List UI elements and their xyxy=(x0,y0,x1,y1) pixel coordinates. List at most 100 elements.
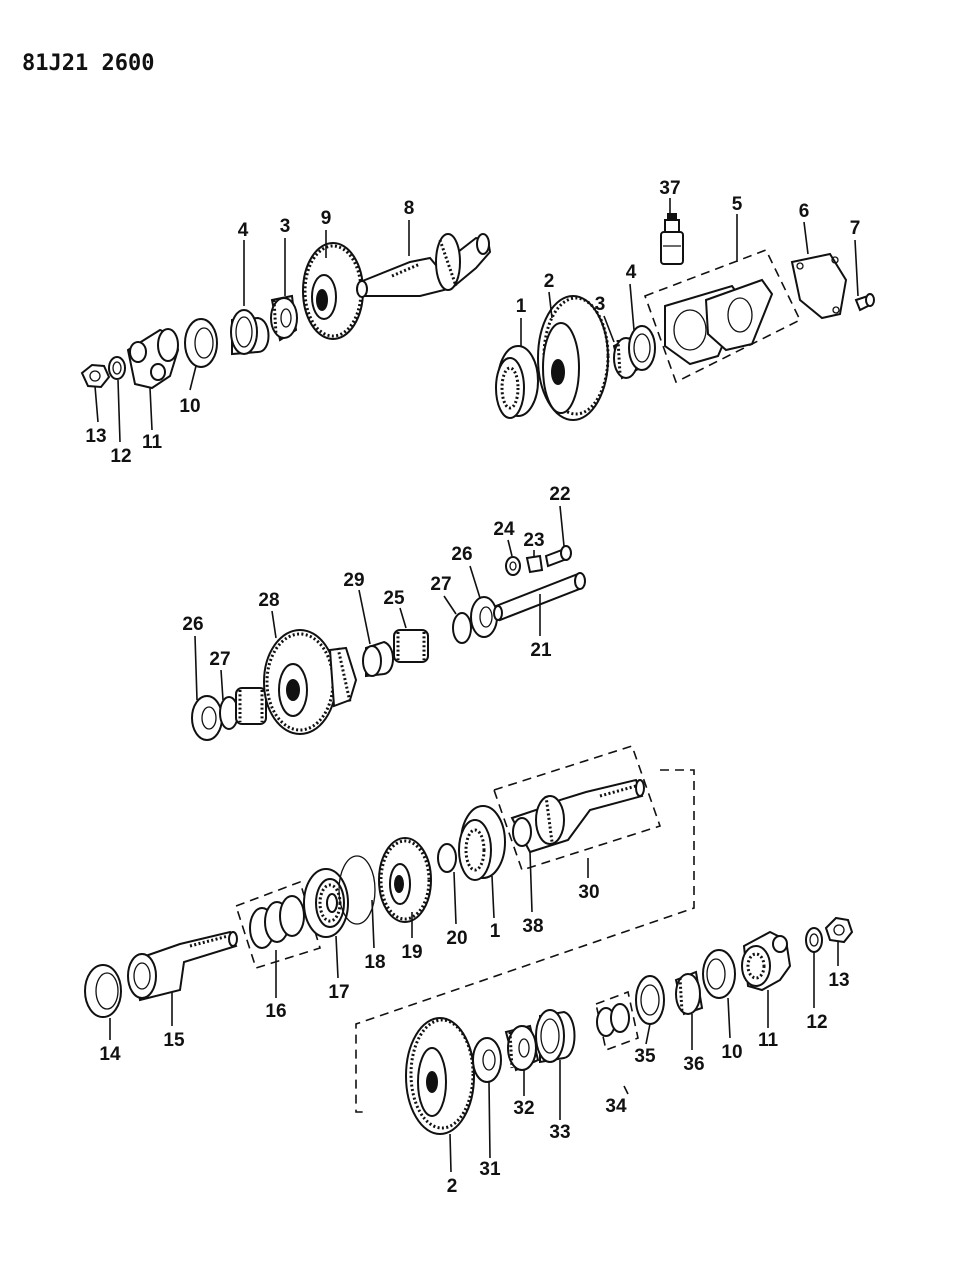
part-18-snap-ring xyxy=(338,855,376,925)
callout-6: 6 xyxy=(799,201,810,222)
part-29-spacer xyxy=(362,640,394,678)
part-8-shaft xyxy=(356,233,492,298)
callout-3: 3 xyxy=(280,216,291,237)
callout-38: 38 xyxy=(522,916,543,937)
callout-8: 8 xyxy=(404,198,415,219)
callout-26: 26 xyxy=(182,614,203,635)
callout-7: 7 xyxy=(850,218,861,239)
part-20-snap-ring xyxy=(437,843,457,873)
callout-10: 10 xyxy=(721,1042,742,1063)
part-4-bearing-cup xyxy=(230,309,270,356)
part-12-washer xyxy=(108,356,126,380)
part-7-bolt xyxy=(854,293,875,312)
middle-assembly xyxy=(191,505,586,741)
callout-18: 18 xyxy=(364,952,385,973)
callout-16: 16 xyxy=(265,1001,286,1022)
callout-32: 32 xyxy=(513,1098,534,1119)
part-36-bearing-cone xyxy=(674,970,704,1016)
part-13-nut xyxy=(824,916,854,944)
callout-13: 13 xyxy=(85,426,106,447)
callout-37: 37 xyxy=(659,178,680,199)
part-10-seal xyxy=(702,949,736,999)
part-37-sealant-bottle xyxy=(660,213,684,265)
callout-22: 22 xyxy=(549,484,570,505)
callout-34: 34 xyxy=(605,1096,627,1117)
part-21-countershaft xyxy=(493,572,586,622)
callout-9: 9 xyxy=(321,208,332,229)
callout-14: 14 xyxy=(99,1044,121,1065)
callout-26: 26 xyxy=(451,544,472,565)
part-10-seal xyxy=(184,318,218,368)
callout-27: 27 xyxy=(209,649,230,670)
lower-assembly xyxy=(84,745,854,1173)
part-17-ball-bearing xyxy=(303,868,349,938)
callout-20: 20 xyxy=(446,928,467,949)
part-33-bearing-cup xyxy=(535,1009,576,1064)
callout-12: 12 xyxy=(110,446,131,467)
callout-27: 27 xyxy=(430,574,451,595)
callout-1: 1 xyxy=(490,921,501,942)
callout-10: 10 xyxy=(179,396,200,417)
part-32-bearing-cone xyxy=(504,1024,540,1072)
callout-15: 15 xyxy=(163,1030,185,1051)
part-26-thrust-washer xyxy=(470,596,498,638)
callout-13: 13 xyxy=(828,970,849,991)
callout-labels: 13 12 11 10 4 3 9 8 1 2 3 4 37 5 6 7 22 … xyxy=(85,178,860,1197)
part-28-cluster-gear xyxy=(263,629,358,735)
part-27-washer xyxy=(452,612,472,644)
part-16-seal-rings xyxy=(235,880,321,970)
callout-11: 11 xyxy=(758,1030,779,1051)
callout-11: 11 xyxy=(142,432,163,453)
top-right-assembly xyxy=(495,198,875,421)
part-1-sleeve xyxy=(495,345,539,419)
callout-2: 2 xyxy=(544,271,555,292)
part-15-output-shaft xyxy=(127,930,238,1002)
callout-24: 24 xyxy=(493,519,515,540)
callout-2: 2 xyxy=(447,1176,458,1197)
part-19-gear xyxy=(378,837,432,923)
callout-4: 4 xyxy=(238,220,249,241)
part-34-shims xyxy=(595,990,639,1052)
part-3-bearing-cone xyxy=(270,294,298,342)
callout-33: 33 xyxy=(549,1122,570,1143)
callout-30: 30 xyxy=(578,882,599,903)
part-14-seal xyxy=(84,964,122,1018)
part-35-bearing-cup xyxy=(635,975,665,1025)
callout-5: 5 xyxy=(732,194,743,215)
callout-28: 28 xyxy=(258,590,279,611)
part-11-yoke xyxy=(126,328,180,390)
part-23-lock-plate xyxy=(525,554,544,574)
document-id: 81J21 2600 xyxy=(22,51,154,76)
part-9-gear xyxy=(302,242,364,340)
callout-17: 17 xyxy=(328,982,349,1003)
part-22-bolt xyxy=(544,545,572,568)
part-6-cover-plate xyxy=(790,252,848,320)
callout-31: 31 xyxy=(479,1159,501,1180)
callout-3: 3 xyxy=(595,294,606,315)
part-24-washer xyxy=(505,556,521,576)
callout-36: 36 xyxy=(683,1054,704,1075)
callout-1: 1 xyxy=(516,296,527,317)
part-1-sleeve xyxy=(458,805,506,881)
callout-21: 21 xyxy=(530,640,552,661)
callout-25: 25 xyxy=(383,588,405,609)
part-25-needle-bearing xyxy=(393,629,429,663)
part-11-yoke xyxy=(741,930,792,992)
part-2-gear xyxy=(405,1017,475,1135)
callout-35: 35 xyxy=(634,1046,656,1067)
part-13-nut xyxy=(80,363,111,389)
part-30-shaft-assembly xyxy=(492,745,662,871)
part-4-bearing-cup xyxy=(628,325,656,371)
callout-29: 29 xyxy=(343,570,364,591)
part-12-washer xyxy=(805,927,823,953)
part-31-thrust-washer xyxy=(472,1037,502,1083)
part-26-thrust-washer xyxy=(191,695,223,741)
callout-4: 4 xyxy=(626,262,637,283)
part-2-gear xyxy=(537,295,610,421)
top-left-assembly xyxy=(80,220,492,443)
callout-19: 19 xyxy=(401,942,422,963)
callout-23: 23 xyxy=(523,530,544,551)
needle-bearing-left xyxy=(235,687,267,725)
part-5-gasket-kit xyxy=(643,248,802,384)
